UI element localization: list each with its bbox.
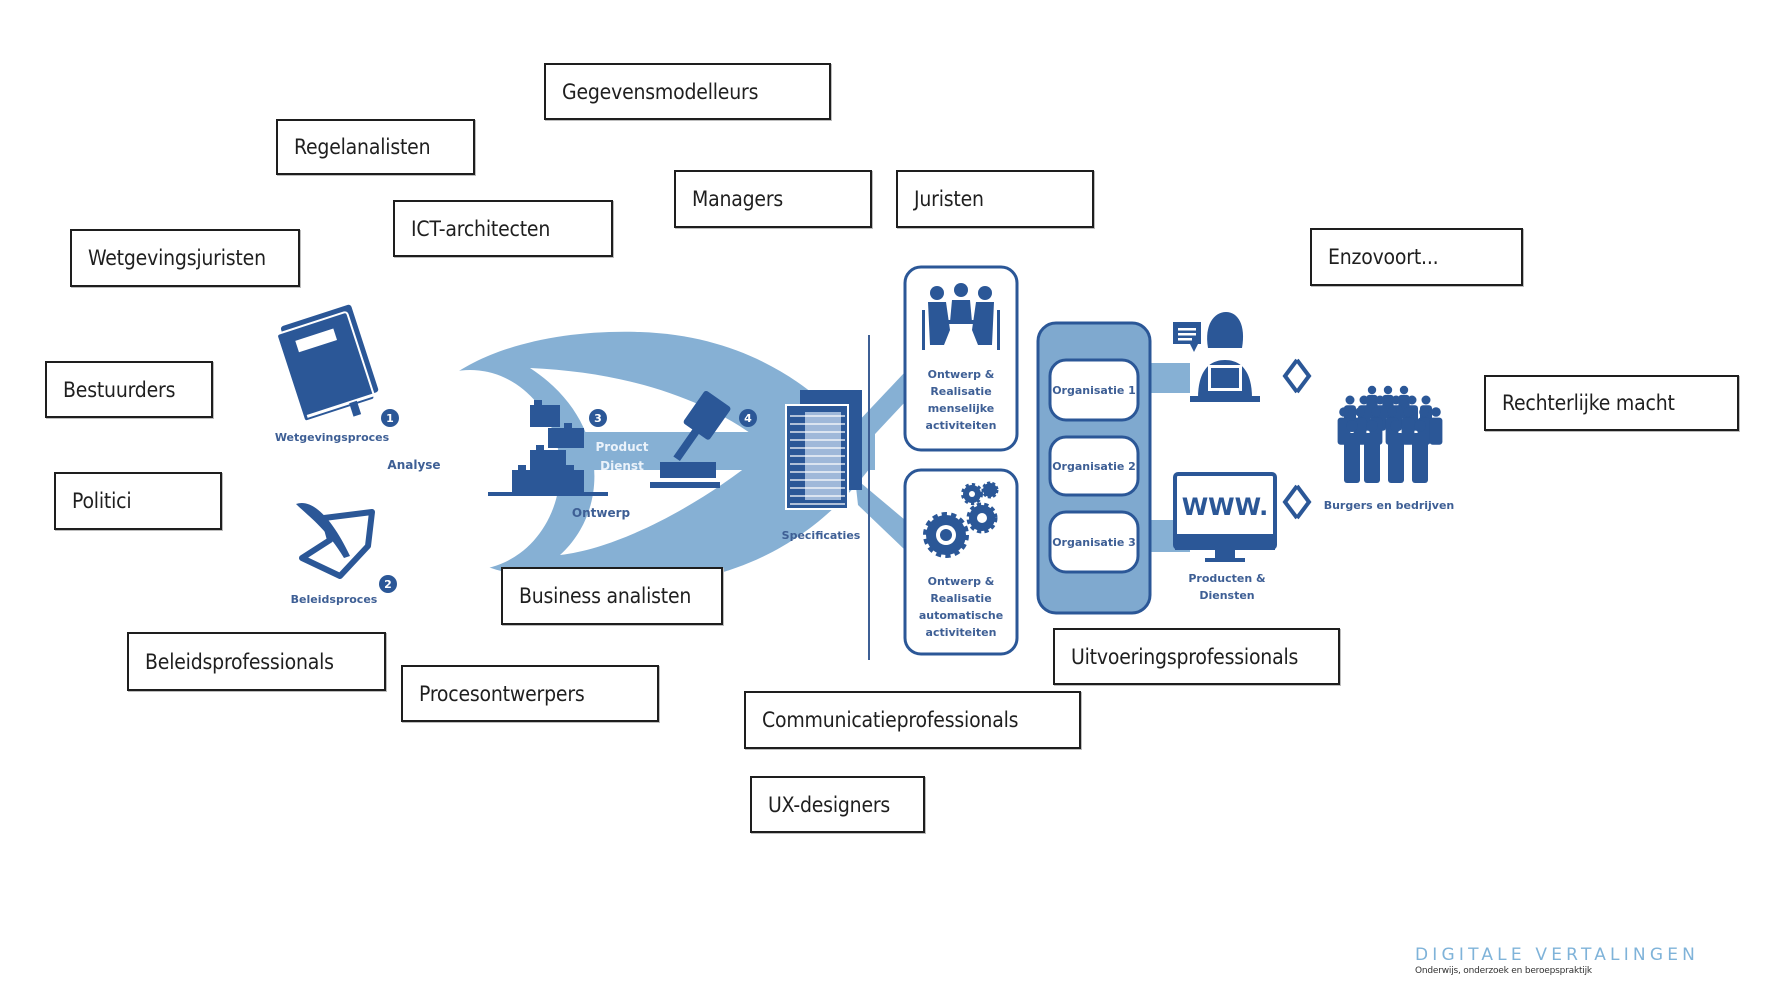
website-monitor-icon: WWW. (1173, 472, 1277, 562)
role-politici: Politici (54, 472, 222, 530)
auto-box-line-3: automatische (919, 609, 1003, 622)
meeting-people-icon (922, 283, 1000, 350)
law-book-icon (276, 304, 379, 423)
auto-box-line-2: Realisatie (930, 592, 991, 605)
role-beleidsprofessionals: Beleidsprofessionals (127, 632, 386, 691)
label-beleidsproces: Beleidsproces (291, 593, 378, 606)
gavel-icon (650, 390, 731, 488)
role-wetgevingsjuristen: Wetgevingsjuristen (70, 229, 300, 287)
crowd-person-head (1355, 407, 1365, 417)
badge-2 (379, 575, 397, 593)
exchange-arrow-icon (1282, 358, 1312, 394)
crowd-person-body (1364, 433, 1380, 483)
gears-icon (923, 481, 999, 558)
label-burgers: Burgers en bedrijven (1324, 499, 1455, 512)
human-box-line-3: menselijke (928, 402, 995, 415)
organisation-3 (1048, 510, 1140, 574)
role-regelanalisten: Regelanalisten (276, 119, 475, 175)
label-product: Product (596, 440, 649, 454)
badge-3 (589, 409, 607, 427)
crowd-person-body (1388, 433, 1404, 483)
exchange-arrow-icon (1282, 484, 1312, 520)
crowd-person-head (1407, 395, 1417, 405)
auto-box-line-4: activiteiten (926, 626, 997, 639)
badge-3-label: 3 (594, 412, 602, 425)
building-blocks-icon (488, 400, 608, 496)
crowd-person-head (1375, 395, 1385, 405)
badge-4 (739, 409, 757, 427)
label-producten-2: Diensten (1199, 589, 1254, 602)
human-box-line-1: Ontwerp & (928, 368, 995, 381)
crowd-person-head (1391, 395, 1401, 405)
crowd-person-head (1346, 420, 1358, 432)
organisation-1 (1048, 358, 1140, 422)
crowd-person-head (1399, 385, 1409, 395)
organisation-1-label: Organisatie 1 (1052, 384, 1136, 397)
crowd-person-head (1383, 385, 1393, 395)
role-communicatieprofessionals: Communicatieprofessionals (744, 691, 1081, 749)
label-analyse: Analyse (387, 458, 440, 472)
crowd-person-body (1429, 417, 1443, 445)
logo-subtitle: Onderwijs, onderzoek en beroepspraktijk (1415, 966, 1592, 976)
branch-bands (855, 363, 1190, 552)
human-box-line-4: activiteiten (926, 419, 997, 432)
auto-box-line-1: Ontwerp & (928, 575, 995, 588)
step-badges: 1 2 3 4 (379, 409, 757, 593)
crowd-person-head (1359, 395, 1369, 405)
role-gegevensmodelleurs: Gegevensmodelleurs (544, 63, 831, 120)
label-wetgevingsproces: Wetgevingsproces (275, 431, 390, 444)
organisations-panel: Organisatie 1 Organisatie 2 Organisatie … (1036, 321, 1152, 615)
crowd-person-head (1367, 385, 1377, 395)
role-enzovoort: Enzovoort... (1310, 228, 1523, 286)
crowd-person-head (1431, 407, 1441, 417)
crowd-person-head (1366, 420, 1378, 432)
role-ict-architecten: ICT-architecten (393, 200, 613, 257)
crowd-person-body (1344, 433, 1360, 483)
crowd-person-head (1339, 407, 1349, 417)
crowd-person-head (1403, 407, 1413, 417)
label-dienst: Dienst (600, 459, 644, 473)
crowd-person-body (1401, 417, 1415, 445)
role-juristen: Juristen (896, 170, 1094, 228)
crowd-person-head (1345, 395, 1355, 405)
organisation-2 (1048, 435, 1140, 497)
role-procesontwerpers: Procesontwerpers (401, 665, 659, 722)
badge-4-label: 4 (744, 412, 752, 425)
policy-quill-icon (296, 502, 375, 579)
badge-2-label: 2 (384, 578, 392, 591)
crowd-person-head (1387, 407, 1397, 417)
badge-1 (381, 409, 399, 427)
citizens-crowd-icon (1337, 385, 1443, 483)
digitale-vertalingen-logo: DIGITALE VERTALINGEN Onderwijs, onderzoe… (1415, 945, 1699, 976)
specifications-document-icon (785, 390, 862, 510)
crowd-person-head (1421, 395, 1431, 405)
crowd-person-head (1390, 420, 1402, 432)
organisation-2-label: Organisatie 2 (1052, 460, 1136, 473)
www-text: WWW. (1182, 493, 1269, 521)
crowd-person-head (1414, 420, 1426, 432)
human-box-line-2: Realisatie (930, 385, 991, 398)
role-bestuurders: Bestuurders (45, 361, 213, 418)
automatic-activities-box: Ontwerp & Realisatie automatische activi… (903, 468, 1019, 656)
label-producten-1: Producten & (1188, 572, 1266, 585)
label-specificaties: Specificaties (782, 529, 861, 542)
crowd-person-body (1412, 433, 1428, 483)
crowd-person-head (1419, 407, 1429, 417)
helpdesk-person-icon (1173, 312, 1260, 402)
logo-title: DIGITALE VERTALINGEN (1415, 945, 1700, 965)
organisation-3-label: Organisatie 3 (1052, 536, 1136, 549)
human-activities-box: Ontwerp & Realisatie menselijke activite… (903, 265, 1019, 452)
role-managers: Managers (674, 170, 872, 228)
crowd-person-head (1371, 407, 1381, 417)
role-uitvoeringsprofessionals: Uitvoeringsprofessionals (1053, 628, 1340, 685)
label-ontwerp: Ontwerp (572, 506, 631, 520)
role-rechterlijke-macht: Rechterlijke macht (1484, 375, 1739, 431)
role-business-analisten: Business analisten (501, 567, 723, 625)
badge-1-label: 1 (386, 412, 394, 425)
role-ux-designers: UX-designers (750, 776, 925, 833)
